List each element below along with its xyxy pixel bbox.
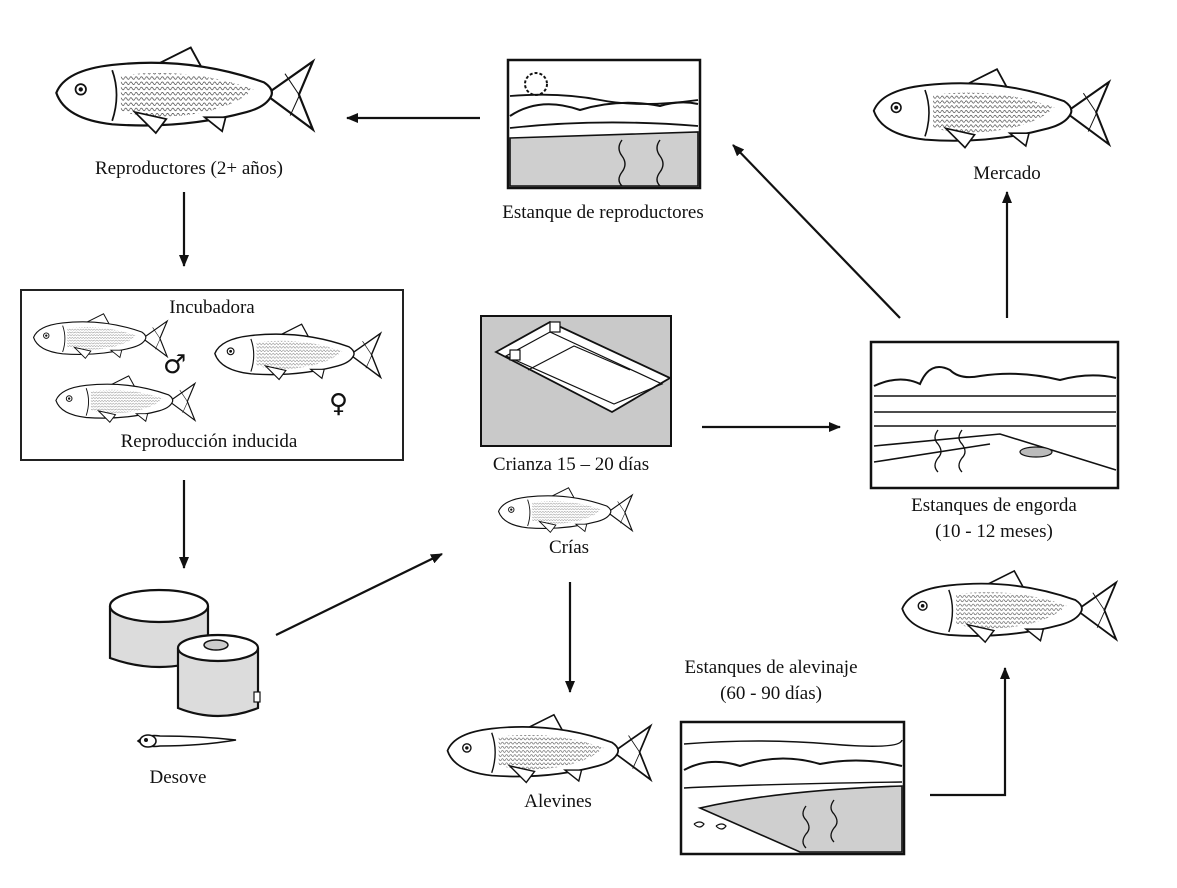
female-symbol: ♀ [329, 389, 349, 419]
grow-out-fish-icon [901, 569, 1118, 644]
grow-out-label: Estanques de engorda [911, 495, 1077, 516]
grow-out-duration-label: (10 - 12 meses) [935, 521, 1053, 542]
broodstock-fish-icon [55, 46, 315, 135]
incubator-label: Incubadora [169, 297, 255, 318]
grow-out-pond-icon [869, 340, 1120, 490]
hatchery-tank-icon [108, 588, 261, 718]
nursery-duration-label: (60 - 90 días) [720, 683, 822, 704]
fry-label: Crías [548, 537, 590, 558]
fingerlings-label: Alevines [524, 791, 592, 812]
incubator-fish-2-icon [214, 323, 382, 381]
broodstock-label: Reproductores (2+ años) [95, 158, 283, 179]
male-symbol: ♂ [163, 350, 187, 380]
larva-icon [136, 734, 237, 748]
broodstock-pond-icon [506, 58, 702, 190]
market-label: Mercado [973, 163, 1041, 184]
rearing-label: Crianza 15 – 20 días [492, 454, 650, 475]
nursery-pond-icon [679, 720, 906, 856]
arrow-growout-to-broodpond [732, 144, 901, 319]
spawning-label: Desove [149, 767, 207, 788]
incubator-fish-3-icon [55, 375, 196, 423]
induced-reproduction-label: Reproducción inducida [120, 431, 298, 452]
market-fish-icon [872, 68, 1111, 149]
flow-arrows [179, 113, 1012, 797]
fry-fish-icon [497, 487, 633, 533]
incubator-box [20, 289, 404, 461]
arrow-nursery-to-growout [930, 667, 1010, 797]
broodstock-pond-label: Estanque de reproductores [502, 202, 704, 223]
nursery-label: Estanques de alevinaje [684, 657, 858, 678]
arrow-spawning-to-rearing [275, 553, 443, 636]
incubator-fish-1-icon [32, 313, 168, 359]
fingerling-fish-icon [446, 713, 652, 784]
raceway-icon [480, 315, 672, 447]
